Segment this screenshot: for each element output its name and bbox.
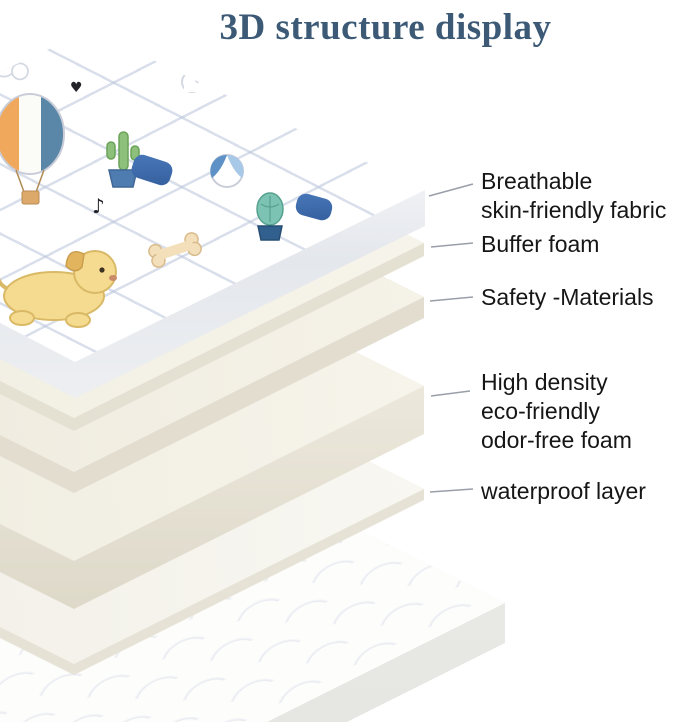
bone-icon	[148, 232, 202, 268]
beach-ball-icon	[210, 154, 244, 188]
label-high-density-foam: High density eco-friendly odor-free foam	[481, 368, 632, 455]
annotation-line: odor-free foam	[481, 427, 632, 453]
pillow-small-icon	[293, 191, 335, 223]
hot-air-balloon-icon	[0, 93, 65, 205]
cloud-icon	[181, 61, 236, 93]
label-waterproof-layer: waterproof layer	[481, 477, 646, 506]
annotation-line: waterproof layer	[481, 478, 646, 504]
label-buffer-foam: Buffer foam	[481, 230, 599, 259]
cloud-small-icon	[0, 52, 29, 81]
annotation-line: Breathable	[481, 168, 593, 194]
annotation-line: High density	[481, 369, 608, 395]
teal-cactus-icon	[256, 192, 284, 241]
music-note-icon: ♪	[92, 194, 105, 218]
label-safety-materials: Safety -Materials	[481, 283, 654, 312]
annotation-line: skin-friendly fabric	[481, 197, 667, 223]
label-breathable-fabric: Breathable skin-friendly fabric	[481, 167, 666, 225]
cactus-pot-icon	[106, 131, 140, 188]
puppy-icon	[0, 250, 117, 328]
annotation-line: Buffer foam	[481, 231, 600, 257]
annotation-line: Safety -Materials	[481, 284, 654, 310]
heart-icon: ♥	[70, 80, 83, 96]
page-title: 3D structure display	[219, 7, 552, 48]
annotation-line: eco-friendly	[481, 398, 600, 424]
